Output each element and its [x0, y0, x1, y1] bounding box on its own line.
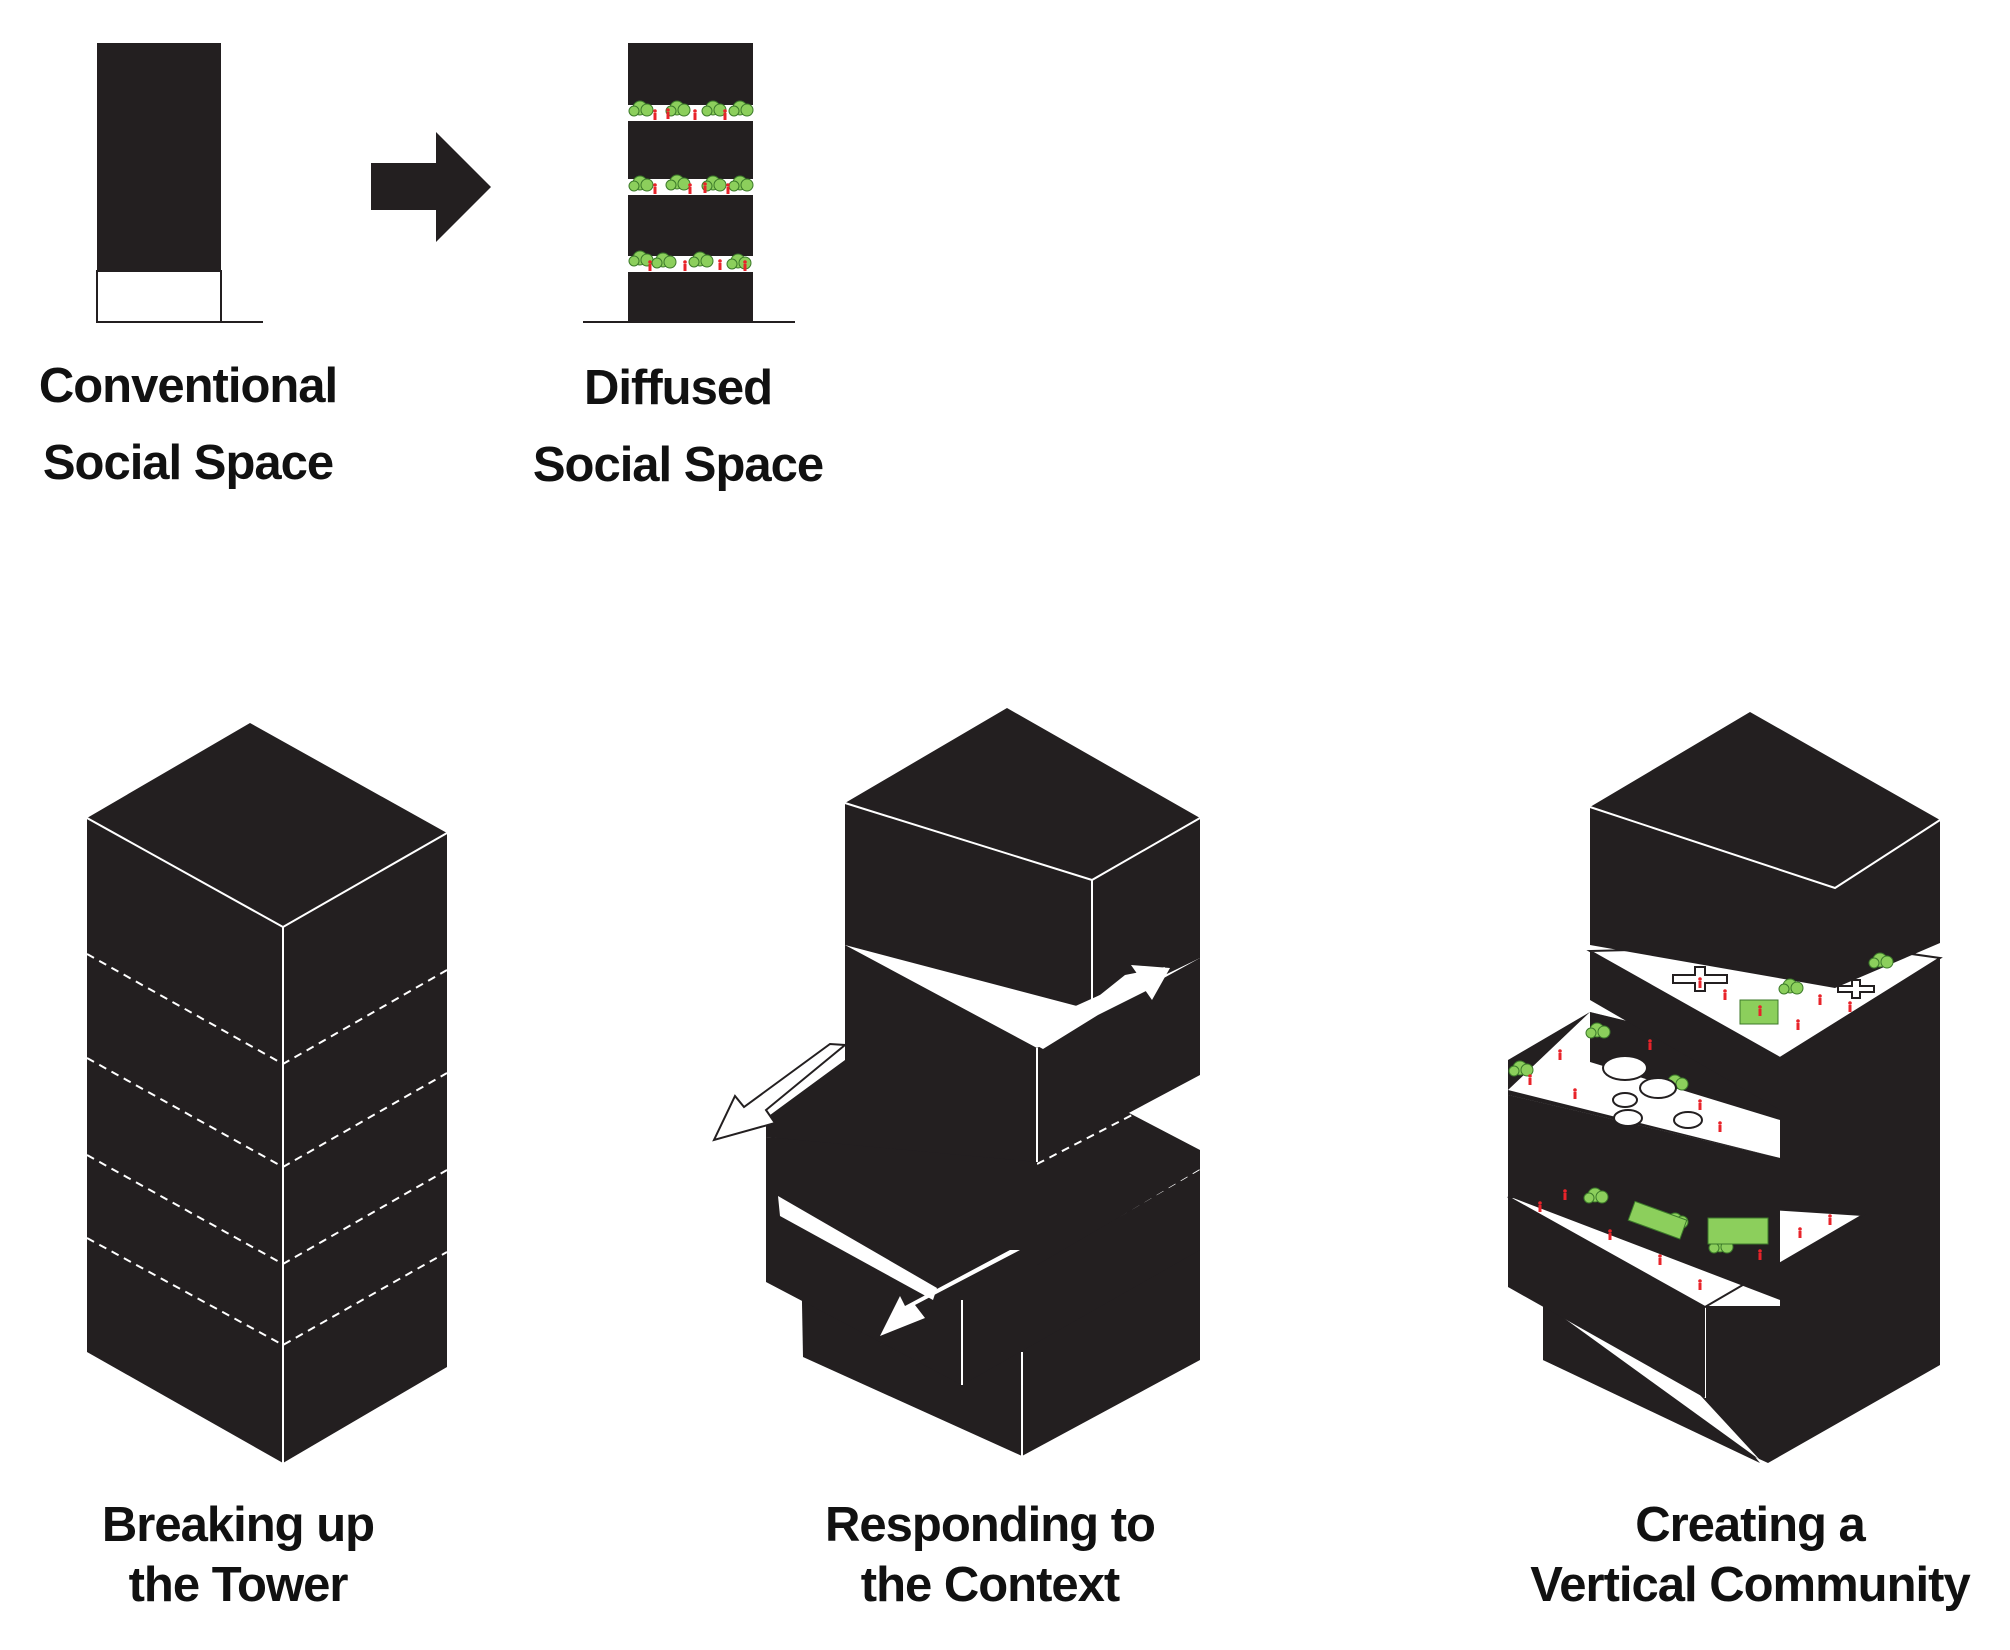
arrow-right-icon: [371, 132, 491, 242]
responding-to-context: [712, 708, 1201, 1456]
conventional-tower: [96, 43, 263, 323]
arrow-right-icon: [1062, 965, 1170, 1028]
label-responding-line1: Responding to: [825, 1498, 1156, 1552]
diffused-tower: [583, 43, 795, 323]
label-breaking-line1: Breaking up: [101, 1498, 375, 1552]
label-creating-line2: Vertical Community: [1530, 1558, 1970, 1612]
label-creating: Creating a Vertical Community: [1510, 1495, 1990, 1615]
label-diffused-line1: Diffused: [584, 361, 773, 415]
arrow-down-left-icon: [880, 1250, 1020, 1336]
terrace-greenery: [1508, 952, 1894, 1254]
label-breaking: Breaking up the Tower: [68, 1495, 408, 1615]
label-responding-line2: the Context: [860, 1558, 1121, 1612]
breaking-up-tower: [86, 723, 448, 1463]
label-conventional: Conventional Social Space: [18, 348, 358, 502]
arrow-left-icon: [712, 1042, 848, 1142]
label-conventional-line1: Conventional: [38, 359, 338, 413]
creating-vertical-community: [1507, 712, 1943, 1463]
label-conventional-line2: Social Space: [42, 436, 334, 490]
label-breaking-line2: the Tower: [128, 1558, 349, 1612]
label-responding: Responding to the Context: [800, 1495, 1180, 1615]
label-diffused: Diffused Social Space: [508, 350, 848, 504]
label-diffused-line2: Social Space: [532, 438, 824, 492]
label-creating-line1: Creating a: [1635, 1498, 1866, 1552]
terrace-seating: [1602, 966, 1875, 1129]
